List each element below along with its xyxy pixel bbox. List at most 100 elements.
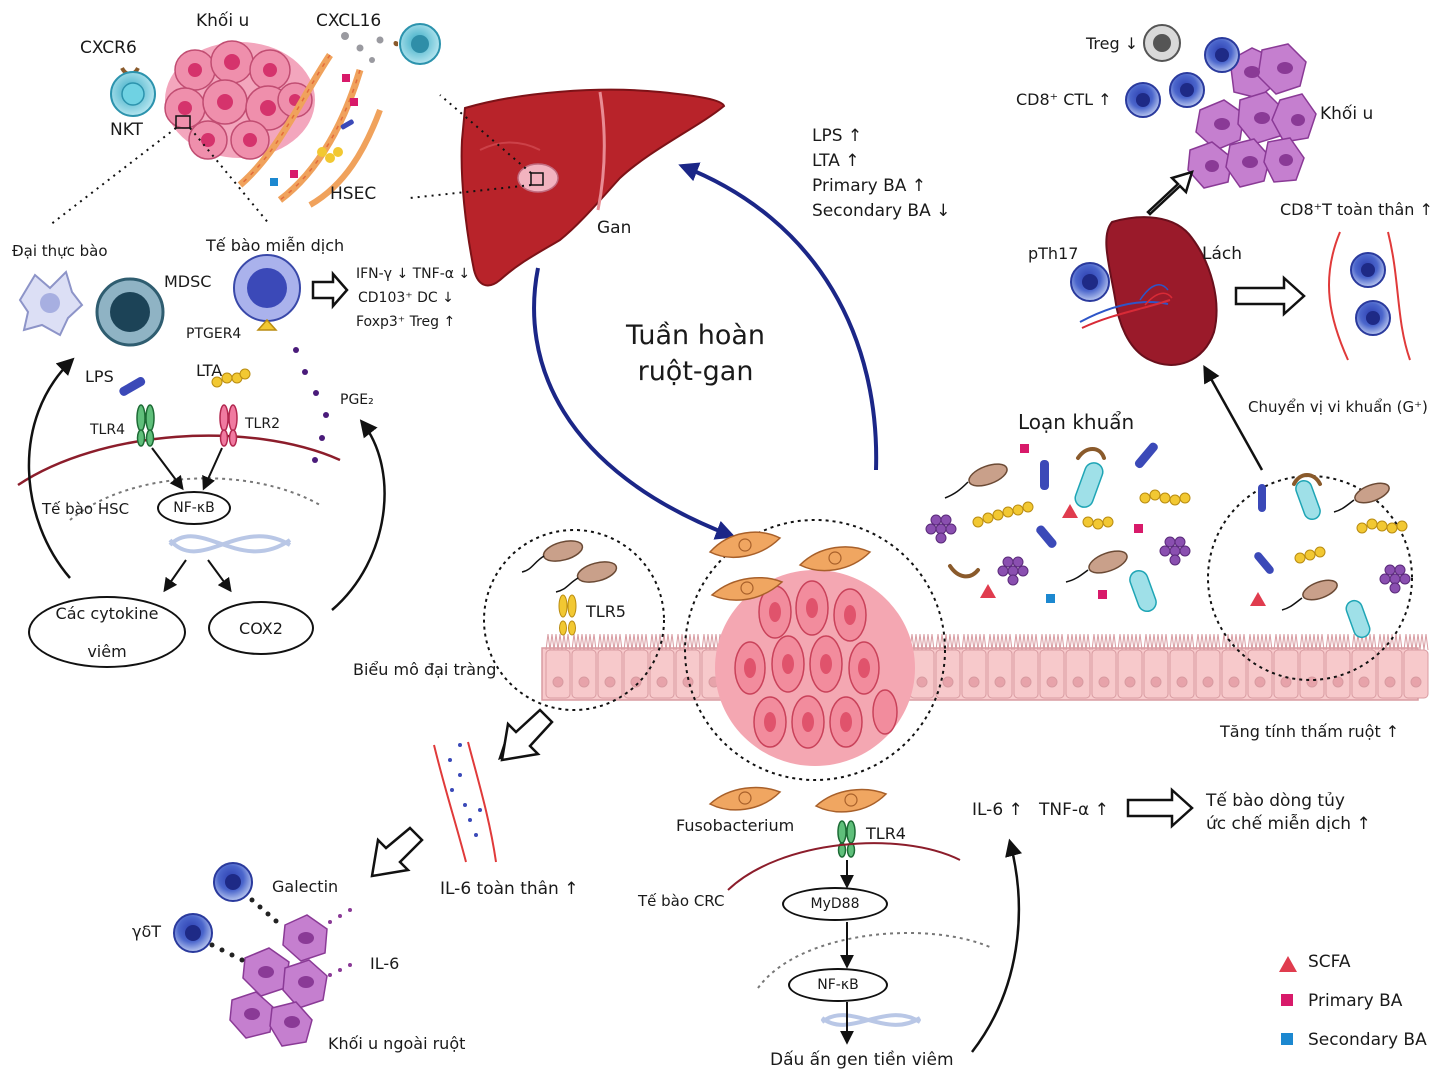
treg-cell	[1143, 24, 1181, 62]
legend-secondary-ba: Secondary BA	[1308, 1030, 1427, 1050]
immune-effect-1: IFN-γ ↓ TNF-α ↓	[356, 266, 471, 282]
signature-to-cytokines-arrow	[971, 838, 1023, 1053]
epithelial-nucleus	[1228, 676, 1240, 688]
myd88-node: MyD88	[782, 887, 888, 921]
epithelial-nucleus	[968, 676, 980, 688]
epithelial-nucleus	[942, 676, 954, 688]
hsc-nfkb-node: NF-κB	[157, 491, 231, 525]
colon-epithelium-band	[541, 633, 1429, 701]
epithelial-nucleus	[1280, 676, 1292, 688]
epithelial-cell	[987, 649, 1013, 699]
microvilli	[1377, 633, 1403, 651]
crc-cytokines-label: IL-6 ↑ TNF-α ↑	[972, 800, 1109, 820]
liver-tumor-cluster	[49, 32, 384, 226]
legend-primary-ba: Primary BA	[1308, 991, 1403, 1011]
liver-organ	[409, 88, 726, 287]
tlr2-to-nfkb-arrow	[202, 447, 223, 491]
epithelial-cell	[1091, 649, 1117, 699]
microvilli	[1039, 633, 1065, 651]
epithelial-nucleus	[604, 676, 616, 688]
epithelial-nucleus	[1098, 676, 1110, 688]
ptger4-label: PTGER4	[186, 326, 242, 342]
hsec-label: HSEC	[330, 184, 377, 204]
immune-cell	[233, 254, 301, 331]
microvilli	[545, 633, 571, 651]
hsc-lps-label: LPS	[85, 367, 114, 386]
translocation-label: Chuyển vị vi khuẩn (G⁺)	[1248, 398, 1428, 416]
microvilli	[1403, 633, 1429, 651]
epithelial-cell	[1117, 649, 1143, 699]
epithelium-hollow-arrow	[500, 708, 554, 762]
epithelial-cell	[1247, 649, 1273, 699]
nkt-cell	[110, 66, 156, 117]
epithelial-nucleus	[1020, 676, 1032, 688]
colon-epithelium-label: Biểu mô đại tràng	[353, 660, 497, 679]
hsc-tlr4-label: TLR4	[90, 422, 125, 438]
fusobacterium-cells	[708, 531, 888, 813]
extraintestinal-tumor	[209, 897, 352, 1047]
microvilli	[1091, 633, 1117, 651]
translocation-zoom-circle	[1207, 475, 1413, 681]
epithelial-cell	[1195, 649, 1221, 699]
fusobacterium-label: Fusobacterium	[676, 816, 795, 835]
liver-lps-label: LPS ↑	[812, 126, 863, 146]
microvilli	[1221, 633, 1247, 651]
treg-label: Treg ↓	[1086, 34, 1139, 53]
liver-lta-label: LTA ↑	[812, 151, 860, 171]
epithelial-cell	[623, 649, 649, 699]
crc-tumor-mass	[715, 570, 915, 766]
tlr5-label: TLR5	[586, 602, 626, 621]
microvilli	[935, 633, 961, 651]
legend-primary-ba-icon	[1281, 994, 1293, 1006]
circulation-arrow-to-gut	[532, 267, 736, 540]
epithelial-cell	[1403, 649, 1429, 699]
crc-tlr4-label: TLR4	[866, 824, 906, 843]
tlr4-receptor	[136, 404, 155, 447]
immune-cell-label: Tế bào miễn dịch	[206, 236, 345, 255]
epithelial-nucleus	[1384, 676, 1396, 688]
crc-nuclear-membrane	[757, 931, 993, 989]
spleen-label: Lách	[1202, 244, 1243, 264]
microvilli	[1117, 633, 1143, 651]
microvilli	[1013, 633, 1039, 651]
epithelial-nucleus	[1202, 676, 1214, 688]
pth17-cell	[1070, 262, 1110, 302]
extraintestinal-tumor-label: Khối u ngoài ruột	[328, 1034, 466, 1053]
epithelial-cell	[1377, 649, 1403, 699]
cxcl16-label: CXCL16	[316, 11, 382, 31]
microvilli	[1247, 633, 1273, 651]
tlr5-bacteria	[521, 540, 618, 636]
spleen-to-tumor-arrow	[1146, 170, 1194, 216]
pge2-dots	[293, 347, 329, 463]
crc-membrane	[727, 842, 961, 891]
circulation-arrow-to-liver	[678, 162, 879, 471]
immune-effect-3: Foxp3⁺ Treg ↑	[356, 314, 456, 330]
systemic-cd8-label: CD8⁺T toàn thân ↑	[1280, 200, 1433, 219]
crc-tlr4-receptor	[837, 820, 856, 858]
lta-molecule	[211, 368, 251, 388]
crc-cell-label: Tế bào CRC	[638, 892, 725, 910]
epithelial-cell	[935, 649, 961, 699]
hsc-dna-helix	[168, 534, 292, 554]
epithelial-nucleus	[1176, 676, 1188, 688]
microvilli	[987, 633, 1013, 651]
systemic-il6-label: IL-6 toàn thân ↑	[440, 879, 579, 899]
systemic-to-tumor-arrow	[370, 826, 424, 878]
microvilli	[1195, 633, 1221, 651]
spleen-tumor-label: Khối u	[1320, 104, 1374, 124]
extra-il6-label: IL-6	[370, 954, 400, 973]
epithelial-cell	[1221, 649, 1247, 699]
spleen-to-systemic-arrow	[1234, 275, 1306, 317]
epithelial-nucleus	[1046, 676, 1058, 688]
epithelial-cell	[1065, 649, 1091, 699]
epithelial-cell	[1169, 649, 1195, 699]
epithelial-cell	[597, 649, 623, 699]
galectin-label: Galectin	[272, 877, 339, 896]
epithelial-cell	[545, 649, 571, 699]
legend-scfa: SCFA	[1308, 952, 1351, 972]
microvilli	[1325, 633, 1351, 651]
liver-tumor-label: Khối u	[196, 11, 250, 31]
gdt-cell	[173, 913, 213, 953]
